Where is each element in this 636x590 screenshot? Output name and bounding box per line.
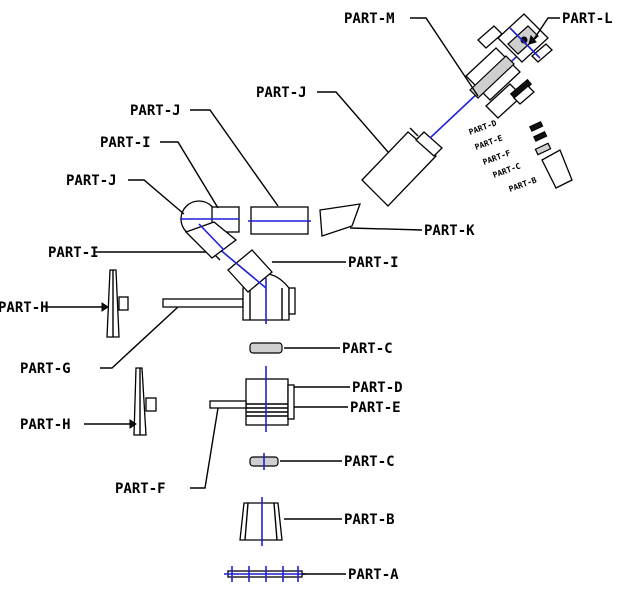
- part-h-upper-shape: [106, 269, 129, 338]
- part-d-label: PART-D: [352, 380, 403, 396]
- part-m-l-assembly-shape: [465, 13, 553, 119]
- part-j-upper-right-label: PART-J: [256, 85, 307, 101]
- part-b-shape: [239, 497, 283, 546]
- part-g-shape: [162, 298, 244, 308]
- part-c-lower-shape: [249, 453, 279, 470]
- part-j-top-label: PART-J: [130, 103, 181, 119]
- part-a-label: PART-A: [348, 567, 399, 583]
- part-k-label: PART-K: [424, 223, 475, 239]
- part-d-shape: [245, 366, 295, 432]
- part-f-label: PART-F: [115, 481, 166, 497]
- part-c-upper-label: PART-C: [342, 341, 393, 357]
- part-i-left-label: PART-I: [48, 245, 99, 261]
- small-parts-group: [529, 120, 573, 189]
- small-part-label-3: PART-F: [482, 148, 512, 166]
- part-j-middle-shape: [248, 206, 311, 235]
- small-part-label-5: PART-B: [508, 175, 538, 193]
- part-m-label: PART-M: [344, 11, 395, 27]
- part-j-upper-right-shape: [361, 127, 443, 207]
- small-part-label-4: PART-C: [492, 161, 522, 179]
- part-g-label: PART-G: [20, 361, 71, 377]
- part-c-upper-shape: [249, 342, 283, 354]
- part-h-lower-label: PART-H: [20, 417, 71, 433]
- part-j-left-shape: [180, 200, 240, 259]
- small-part-label-1: PART-D: [468, 118, 498, 136]
- small-part-label-2: PART-E: [474, 133, 504, 151]
- part-i-right-label: PART-I: [348, 255, 399, 271]
- part-b-label: PART-B: [344, 512, 395, 528]
- part-a-shape: [224, 566, 306, 582]
- part-k-shape: [319, 203, 361, 237]
- part-h-upper-label: PART-H: [0, 300, 49, 316]
- part-c-lower-label: PART-C: [344, 454, 395, 470]
- part-e-label: PART-E: [350, 400, 401, 416]
- part-l-label: PART-L: [562, 11, 613, 27]
- part-f-shape: [209, 400, 247, 409]
- part-i-lower-shape: [217, 247, 273, 293]
- part-h-lower-shape: [133, 367, 157, 436]
- part-i-top-label: PART-I: [100, 135, 151, 151]
- part-j-left-label: PART-J: [66, 173, 117, 189]
